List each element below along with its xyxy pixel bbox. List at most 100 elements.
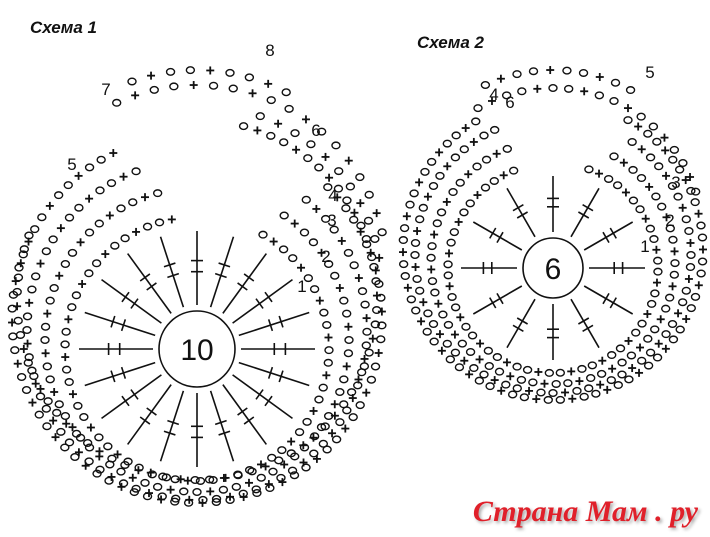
- chain-stitch-symbol: [697, 233, 708, 242]
- stitch-stem: [506, 298, 536, 349]
- single-crochet-symbol: [686, 238, 695, 247]
- chain-stitch-symbol: [169, 82, 179, 91]
- stitch-crossbar: [255, 298, 264, 309]
- single-crochet-symbol: [322, 371, 331, 380]
- chain-stitch-symbol: [607, 351, 617, 360]
- chain-stitch-symbol: [502, 144, 512, 153]
- chain-stitch-symbol: [544, 368, 555, 377]
- chain-stitch-symbol: [266, 131, 276, 140]
- chain-stitch-symbol: [314, 395, 324, 404]
- single-crochet-symbol: [354, 375, 363, 384]
- chain-stitch-symbol: [277, 446, 287, 455]
- chain-stitch-symbol: [61, 327, 71, 336]
- stitch-crossbar: [267, 319, 274, 332]
- single-crochet-symbol: [435, 148, 444, 157]
- single-crochet-symbol: [324, 333, 333, 342]
- chain-stitch-symbol: [316, 127, 327, 136]
- chain-stitch-symbol: [485, 382, 495, 391]
- single-crochet-symbol: [362, 388, 371, 397]
- chain-stitch-symbol: [457, 339, 468, 348]
- chain-stitch-symbol: [60, 340, 70, 349]
- chain-stitch-symbol: [584, 384, 594, 393]
- chain-stitch-symbol: [82, 438, 93, 447]
- chain-stitch-symbol: [686, 304, 696, 313]
- stitch-crossbar: [516, 211, 528, 219]
- chain-stitch-symbol: [21, 385, 32, 394]
- chain-stitch-symbol: [450, 153, 461, 162]
- single-crochet-symbol: [206, 66, 215, 75]
- chain-stitch-symbol: [447, 292, 457, 301]
- scheme1-title: Схема 1: [30, 18, 97, 37]
- chain-stitch-symbol: [71, 429, 82, 438]
- chain-stitch-symbol: [450, 303, 461, 312]
- single-crochet-symbol: [292, 145, 301, 154]
- single-crochet-symbol: [312, 454, 321, 463]
- stitch-crossbar: [489, 297, 497, 309]
- chain-stitch-symbol: [418, 203, 429, 212]
- chain-stitch-symbol: [512, 362, 522, 371]
- center-count-label: 10: [180, 334, 213, 367]
- row-number-label: 5: [645, 63, 654, 82]
- chain-stitch-symbol: [349, 215, 359, 224]
- chain-stitch-symbol: [204, 475, 215, 484]
- single-crochet-symbol: [372, 209, 381, 218]
- chain-stitch-symbol: [24, 353, 34, 362]
- single-crochet-symbol: [598, 356, 607, 365]
- single-crochet-symbol: [341, 424, 350, 433]
- single-crochet-symbol: [427, 265, 436, 274]
- chain-stitch-symbol: [409, 189, 419, 198]
- chain-stitch-symbol: [461, 322, 471, 331]
- double-crochet-symbol: [222, 384, 268, 445]
- stitch-crossbar: [609, 297, 617, 309]
- chain-stitch-symbol: [438, 310, 448, 319]
- chain-stitch-symbol: [377, 321, 387, 330]
- chain-stitch-symbol: [572, 386, 582, 395]
- stitch-stem: [472, 285, 523, 315]
- stitch-stem: [209, 236, 235, 308]
- chain-stitch-symbol: [92, 469, 102, 478]
- double-crochet-symbol: [191, 231, 203, 305]
- chain-stitch-symbol: [467, 331, 478, 340]
- chain-stitch-symbol: [228, 84, 238, 93]
- chain-stitch-symbol: [609, 96, 619, 105]
- stitch-crossbar: [264, 395, 273, 407]
- chain-stitch-symbol: [24, 231, 34, 240]
- chain-stitch-symbol: [323, 260, 334, 269]
- chain-stitch-symbol: [681, 215, 691, 224]
- chain-stitch-symbol: [320, 422, 330, 431]
- single-crochet-symbol: [580, 87, 589, 96]
- single-crochet-symbol: [497, 386, 506, 395]
- chain-stitch-symbol: [64, 378, 74, 387]
- single-crochet-symbol: [402, 212, 411, 221]
- double-crochet-symbol: [126, 384, 172, 445]
- stitch-crossbar: [278, 370, 284, 383]
- chain-stitch-symbol: [289, 471, 300, 480]
- chain-stitch-symbol: [91, 259, 102, 268]
- chain-stitch-symbol: [238, 122, 249, 131]
- chain-stitch-symbol: [423, 309, 433, 318]
- single-crochet-symbol: [36, 259, 45, 268]
- chain-stitch-symbol: [27, 285, 37, 294]
- double-crochet-symbol: [589, 262, 645, 274]
- single-crochet-symbol: [68, 423, 77, 432]
- single-crochet-symbol: [415, 178, 424, 187]
- chain-stitch-symbol: [449, 228, 460, 237]
- single-crochet-symbol: [56, 224, 65, 233]
- chain-stitch-symbol: [697, 257, 708, 266]
- single-crochet-symbol: [533, 84, 542, 93]
- chain-stitch-symbol: [606, 376, 617, 385]
- chain-stitch-symbol: [355, 173, 365, 182]
- chain-stitch-symbol: [301, 463, 311, 472]
- chain-stitch-symbol: [12, 287, 22, 296]
- chain-stitch-symbol: [360, 300, 370, 309]
- double-crochet-symbol: [232, 278, 293, 324]
- single-crochet-symbol: [62, 419, 71, 428]
- chain-stitch-symbol: [34, 410, 44, 419]
- chain-stitch-symbol: [361, 240, 372, 249]
- chain-stitch-symbol: [345, 182, 356, 191]
- stitch-stem: [583, 221, 634, 251]
- stitch-crossbar: [163, 430, 176, 436]
- chain-stitch-symbol: [16, 373, 27, 382]
- chain-stitch-symbol: [664, 293, 675, 302]
- chain-stitch-symbol: [142, 222, 153, 231]
